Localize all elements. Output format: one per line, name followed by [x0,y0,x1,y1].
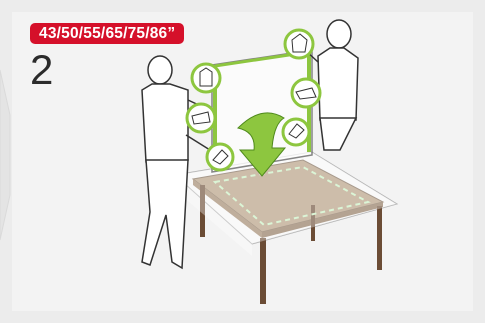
hand-support-icon [292,79,320,107]
grip-hand-icon [192,64,220,92]
grip-hand-icon [207,144,233,170]
grip-hand-icon [283,119,309,145]
hand-support-icon [187,104,215,132]
grip-hand-icon [285,30,313,58]
table [175,152,397,304]
table-leg [377,206,382,270]
table-leg [260,238,266,304]
